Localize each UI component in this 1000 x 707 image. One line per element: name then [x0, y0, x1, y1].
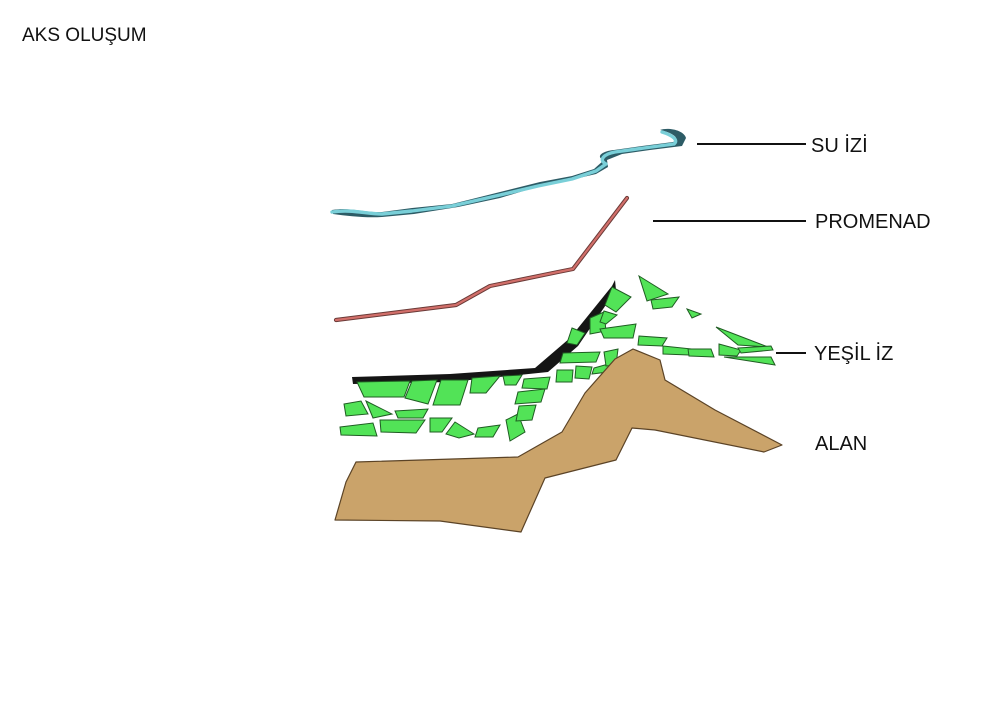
green-patch	[599, 323, 637, 339]
green-patch	[737, 345, 774, 354]
green-patch	[379, 419, 426, 434]
green-patch	[604, 286, 632, 313]
green-patch	[514, 388, 546, 405]
green-patch	[650, 296, 681, 310]
green-patch	[515, 404, 537, 422]
green-patch	[662, 345, 693, 356]
green-patch	[685, 308, 703, 319]
yesil-iz-patches	[339, 274, 776, 442]
alan-layer: ALAN	[334, 348, 867, 533]
green-patch	[723, 356, 776, 366]
promenad-layer: PROMENAD	[333, 195, 931, 323]
green-patch	[394, 408, 429, 419]
green-patch	[637, 335, 668, 347]
yesil-iz-label: YEŞİL İZ	[814, 342, 893, 365]
green-patch	[638, 274, 670, 302]
green-patch	[555, 369, 574, 383]
green-patch	[474, 424, 501, 438]
green-patch	[404, 379, 438, 405]
su-izi-stream	[330, 130, 678, 216]
promenad-label: PROMENAD	[815, 211, 931, 233]
green-patch	[715, 326, 769, 348]
green-patch	[365, 399, 394, 419]
green-patch	[599, 310, 619, 325]
green-patch	[718, 343, 742, 357]
green-patch	[469, 375, 502, 394]
green-patch	[429, 417, 453, 433]
alan-area	[334, 348, 783, 533]
diagram-title: AKS OLUŞUM	[22, 25, 147, 46]
yesil-iz-edge-band	[352, 280, 616, 384]
green-patch	[574, 365, 593, 380]
yesil-iz-layer: YEŞİL İZ	[339, 274, 893, 442]
green-patch	[521, 376, 551, 390]
green-patch	[687, 348, 715, 358]
green-patch	[343, 400, 369, 417]
green-patch	[339, 422, 378, 437]
alan-label: ALAN	[815, 433, 867, 455]
promenad-path	[334, 196, 629, 322]
su-izi-label: SU İZİ	[811, 134, 868, 157]
su-izi-outline	[332, 128, 686, 218]
green-patch	[566, 327, 586, 346]
su-izi-layer: SU İZİ	[330, 128, 868, 218]
green-patch	[445, 421, 476, 439]
green-patch	[559, 351, 601, 364]
green-patch	[356, 380, 411, 398]
green-patch	[502, 374, 523, 386]
green-patch	[432, 379, 469, 406]
